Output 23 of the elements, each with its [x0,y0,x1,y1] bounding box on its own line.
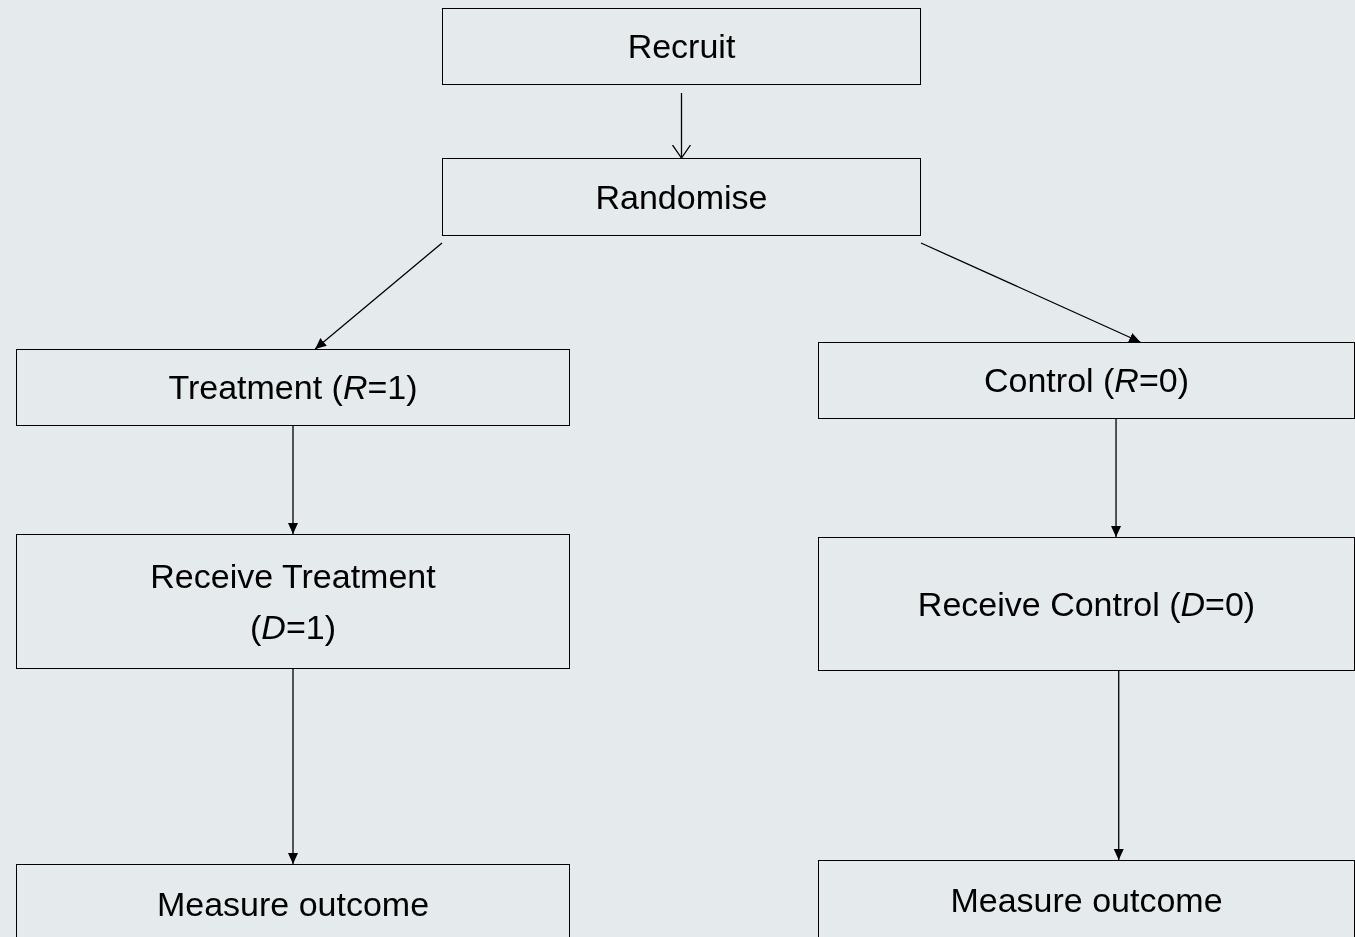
process-box [16,349,570,426]
process-box [818,342,1355,419]
process-box [16,864,570,937]
box-label: Treatment (R=1) [168,367,418,408]
arrow [1111,418,1122,538]
box-label: Receive Treatment (D=1) [149,555,437,648]
process-box [818,860,1355,937]
arrow [671,92,692,159]
box-label: Measure outcome [950,879,1223,921]
arrow [288,425,298,535]
arrow [288,668,298,865]
arrow [920,242,1141,343]
box-label: Recruit [627,26,736,67]
arrow [1113,670,1124,861]
arrow [314,242,443,350]
process-box [818,537,1355,671]
process-box [442,158,921,236]
box-label: Randomise [595,176,768,218]
process-box [442,8,921,85]
box-label: Control (R=0) [984,360,1189,401]
box-label: Receive Control (D=0) [917,583,1256,625]
process-box [16,534,570,669]
box-label: Measure outcome [156,883,430,925]
